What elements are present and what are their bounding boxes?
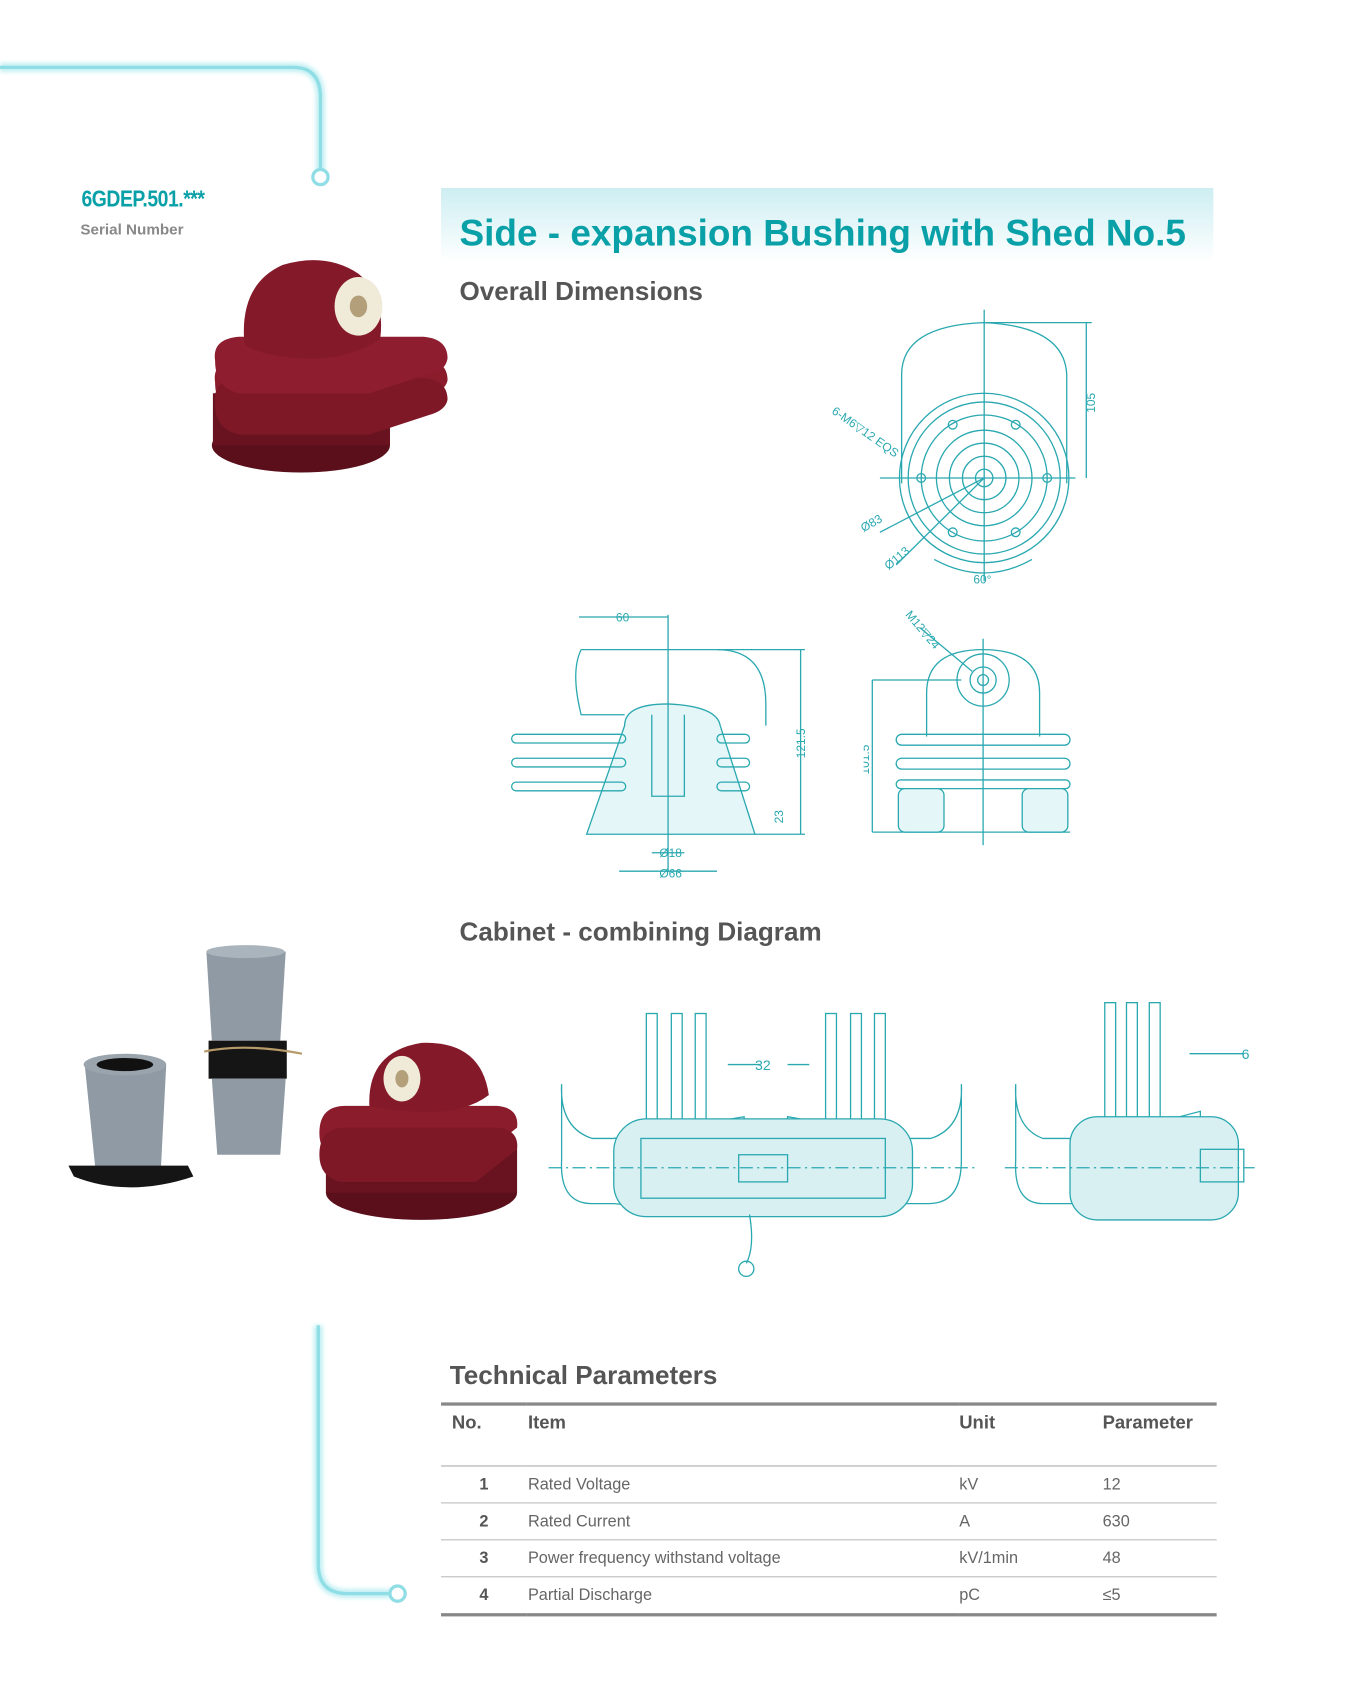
bushing-product-photo [211, 260, 448, 473]
row-unit: kV [958, 1465, 1102, 1504]
dim-105: 105 [1084, 393, 1098, 413]
header-unit: Unit [958, 1404, 1102, 1467]
dim-d113: Ø113 [882, 543, 913, 572]
row-item: Partial Discharge [527, 1585, 653, 1605]
dim-121-5: 121.5 [794, 728, 808, 758]
row-unit: A [958, 1502, 1102, 1541]
row-unit: kV/1min [958, 1539, 1102, 1578]
page-title: Side - expansion Bushing with Shed No.5 [459, 212, 1186, 255]
serial-number-code: 6GDEP.501.*** [81, 186, 205, 212]
row-item: Rated Voltage [526, 1465, 959, 1504]
table-header-row: No. Item Unit Parameter [441, 1404, 1217, 1467]
cabinet-combining-diagram: 32 6 [548, 1002, 1255, 1278]
dim-d66: Ø66 [659, 867, 682, 881]
header-parameter: Parameter [1101, 1404, 1217, 1467]
technical-parameters-heading: Technical Parameters [449, 1361, 718, 1391]
row-parameter: 12 [1101, 1465, 1217, 1504]
serial-number-label: Serial Number [80, 220, 184, 238]
row-parameter: 630 [1101, 1502, 1217, 1541]
row-parameter: ≤5 [1102, 1585, 1121, 1605]
header-no: No. [441, 1404, 527, 1467]
row-unit: pC [959, 1585, 981, 1605]
row-no: 4 [479, 1585, 489, 1605]
accessory-photos [68, 945, 518, 1220]
overall-dimensions-heading: Overall Dimensions [459, 277, 703, 307]
title-band [441, 187, 1214, 262]
dim-holes: 6-M6▽12 EQS [829, 404, 901, 460]
dim-101-5: 101.5 [864, 744, 872, 774]
front-view-drawing: M12▽24 101.5 [864, 608, 1071, 846]
cabinet-diagram-heading: Cabinet - combining Diagram [459, 917, 822, 948]
header-item: Item [526, 1404, 959, 1467]
dim-angle: 60° [973, 572, 991, 586]
side-view-drawing: 60 121.5 23 Ø18 Ø66 [510, 610, 808, 881]
row-no: 2 [441, 1502, 527, 1541]
dim-m12: M12▽24 [903, 608, 943, 652]
dim-32: 32 [755, 1057, 771, 1073]
dim-60: 60 [616, 610, 630, 624]
table-row: 4 Partial Discharge pC ≤5 [441, 1577, 1217, 1615]
dim-6: 6 [1242, 1046, 1250, 1062]
dim-d18: Ø18 [659, 846, 682, 860]
row-item: Power frequency withstand voltage [526, 1539, 959, 1578]
top-view-drawing: 6-M6▽12 EQS Ø83 Ø113 60° 105 [829, 309, 1098, 586]
dim-23: 23 [772, 810, 786, 824]
row-no: 3 [441, 1539, 527, 1578]
row-no: 1 [441, 1465, 527, 1504]
row-parameter: 48 [1101, 1539, 1217, 1578]
row-item: Rated Current [526, 1502, 959, 1541]
